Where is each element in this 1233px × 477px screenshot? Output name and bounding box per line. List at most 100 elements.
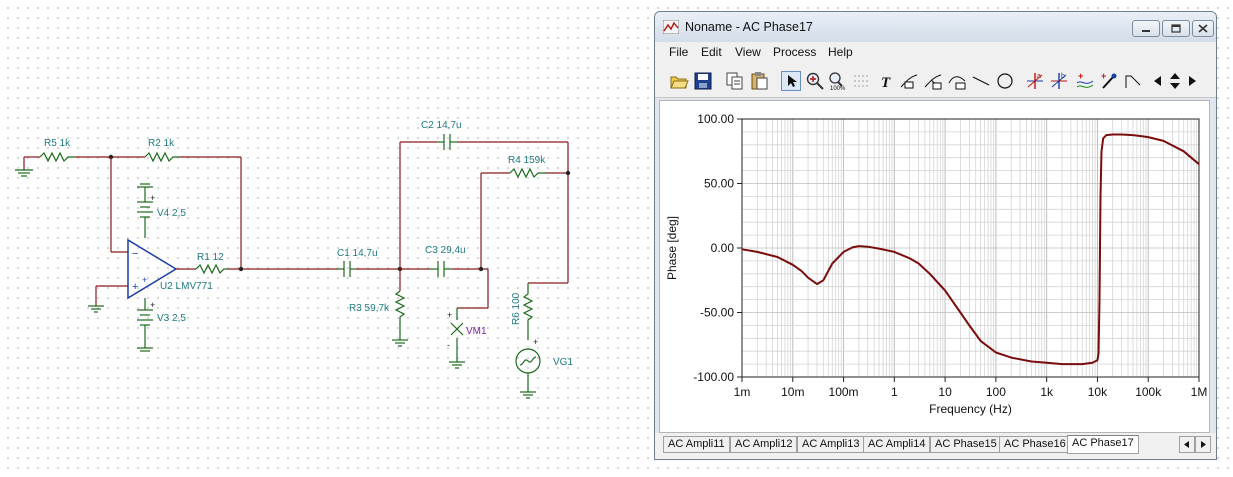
maximize-button[interactable] xyxy=(1162,20,1190,37)
phase-series-line xyxy=(741,133,1200,366)
menu-bar: File Edit View Process Help xyxy=(655,42,1216,62)
save-icon[interactable] xyxy=(693,71,713,91)
zoom-in-icon[interactable] xyxy=(805,71,825,91)
cursor-b-icon[interactable]: b xyxy=(1049,71,1069,91)
ground-symbol-r3 xyxy=(392,330,408,347)
paste-icon[interactable] xyxy=(749,71,769,91)
label-r4: R4 159k xyxy=(508,155,546,166)
tab-ac-phase16[interactable]: AC Phase16 xyxy=(999,436,1071,453)
menu-process[interactable]: Process xyxy=(773,45,817,59)
signal-generator-vg1[interactable] xyxy=(515,348,541,392)
cursor-a-icon[interactable]: a xyxy=(1025,71,1045,91)
app-chart-icon xyxy=(663,20,679,34)
pointer-icon[interactable] xyxy=(781,71,801,91)
label-u2: U2 LMV771 xyxy=(160,281,213,292)
resistor-r4[interactable] xyxy=(509,167,545,179)
tab-ac-ampli11[interactable]: AC Ampli11 xyxy=(663,436,730,453)
y-tick-label: 50.00 xyxy=(704,177,734,191)
label-vm1: VM1 xyxy=(466,326,487,337)
tab-ac-phase15[interactable]: AC Phase15 xyxy=(930,436,1002,453)
text-icon[interactable]: T xyxy=(877,71,897,91)
svg-text:+: + xyxy=(132,281,138,293)
resistor-r6[interactable] xyxy=(522,283,534,340)
open-folder-icon[interactable] xyxy=(669,71,689,91)
svg-text:a: a xyxy=(1037,73,1041,80)
tab-ac-ampli13[interactable]: AC Ampli13 xyxy=(797,436,865,453)
probe-icon[interactable]: + xyxy=(1099,71,1119,91)
tab-ac-ampli14[interactable]: AC Ampli14 xyxy=(863,436,931,453)
arrow-label-icon[interactable] xyxy=(923,71,943,91)
tab-ac-phase17[interactable]: AC Phase17 xyxy=(1067,435,1139,454)
tab-scroll-right-button[interactable] xyxy=(1195,436,1211,453)
label-c1: C1 14,7u xyxy=(337,248,378,259)
curve-plus-icon[interactable]: + xyxy=(1075,71,1095,91)
y-tick-label: 100.00 xyxy=(697,112,734,126)
circuit-schematic[interactable]: R5 1k R2 1k + V4 2,5 − + + U2 LMV771 xyxy=(0,0,650,477)
nav-left-icon[interactable] xyxy=(1151,71,1165,91)
svg-text:+: + xyxy=(447,310,452,320)
maximize-icon xyxy=(1171,24,1181,33)
label-r6: R6 100 xyxy=(511,292,522,325)
menu-help[interactable]: Help xyxy=(828,45,853,59)
polyline-icon[interactable] xyxy=(1123,71,1143,91)
label-c3: C3 29,4u xyxy=(425,245,466,256)
chart-grid xyxy=(741,118,1200,378)
analysis-window[interactable]: Noname - AC Phase17 File Edit View Proce… xyxy=(654,11,1217,460)
window-title: Noname - AC Phase17 xyxy=(685,20,813,34)
capacitor-c2[interactable] xyxy=(437,134,457,150)
menu-view[interactable]: View xyxy=(735,45,761,59)
zoom-fit-icon[interactable]: 100% xyxy=(827,71,847,91)
menu-edit[interactable]: Edit xyxy=(701,45,722,59)
copy-icon[interactable] xyxy=(725,71,745,91)
nav-updown-icon[interactable] xyxy=(1167,71,1183,91)
label-r5: R5 1k xyxy=(44,138,71,149)
close-icon xyxy=(1198,24,1208,33)
line-icon[interactable] xyxy=(971,71,991,91)
y-tick-label: -100.00 xyxy=(693,370,734,384)
x-tick-label: 100m xyxy=(829,385,859,399)
x-tick-label: 10k xyxy=(1088,385,1108,399)
svg-text:+: + xyxy=(1078,71,1083,81)
tab-scroll-right-icon xyxy=(1201,441,1206,448)
ground-symbol-r5 xyxy=(15,157,33,177)
resistor-r5[interactable] xyxy=(39,151,75,163)
close-button[interactable] xyxy=(1192,20,1214,37)
x-tick-label: 1 xyxy=(891,385,898,399)
minimize-icon xyxy=(1142,30,1150,32)
title-bar[interactable]: Noname - AC Phase17 xyxy=(655,12,1216,42)
y-tick-label: -50.00 xyxy=(700,306,734,320)
battery-v4[interactable] xyxy=(137,183,153,238)
tab-bar: AC Ampli11 AC Ampli12 AC Ampli13 AC Ampl… xyxy=(655,433,1216,459)
label-r2: R2 1k xyxy=(148,138,175,149)
y-axis-label: Phase [deg] xyxy=(665,216,679,280)
svg-text:+: + xyxy=(533,337,538,347)
svg-text:100%: 100% xyxy=(830,86,846,91)
label-icon[interactable] xyxy=(899,71,919,91)
x-tick-label: 1M xyxy=(1191,385,1208,399)
svg-text:+: + xyxy=(150,193,155,203)
minimize-button[interactable] xyxy=(1132,20,1160,37)
menu-file[interactable]: File xyxy=(669,45,689,59)
opamp-u2[interactable]: − + + xyxy=(127,238,178,300)
capacitor-c1[interactable] xyxy=(338,261,356,277)
svg-text:+: + xyxy=(1101,71,1106,81)
svg-text:b: b xyxy=(1061,73,1065,80)
tab-scroll-left-button[interactable] xyxy=(1179,436,1195,453)
curve-label-icon[interactable] xyxy=(947,71,967,91)
resistor-r1[interactable] xyxy=(195,263,228,275)
battery-v3[interactable] xyxy=(137,298,153,352)
nav-right-icon[interactable] xyxy=(1185,71,1199,91)
voltmeter-vm1[interactable] xyxy=(450,308,464,362)
grid-dots-icon[interactable] xyxy=(851,71,871,91)
toolbar: 100% T a b + + xyxy=(655,62,1216,98)
resistor-r2[interactable] xyxy=(144,151,180,163)
circle-icon[interactable] xyxy=(995,71,1015,91)
resistor-r3[interactable] xyxy=(394,290,406,330)
tab-ac-ampli12[interactable]: AC Ampli12 xyxy=(730,436,798,453)
capacitor-c3[interactable] xyxy=(430,261,452,277)
x-tick-label: 10 xyxy=(938,385,952,399)
